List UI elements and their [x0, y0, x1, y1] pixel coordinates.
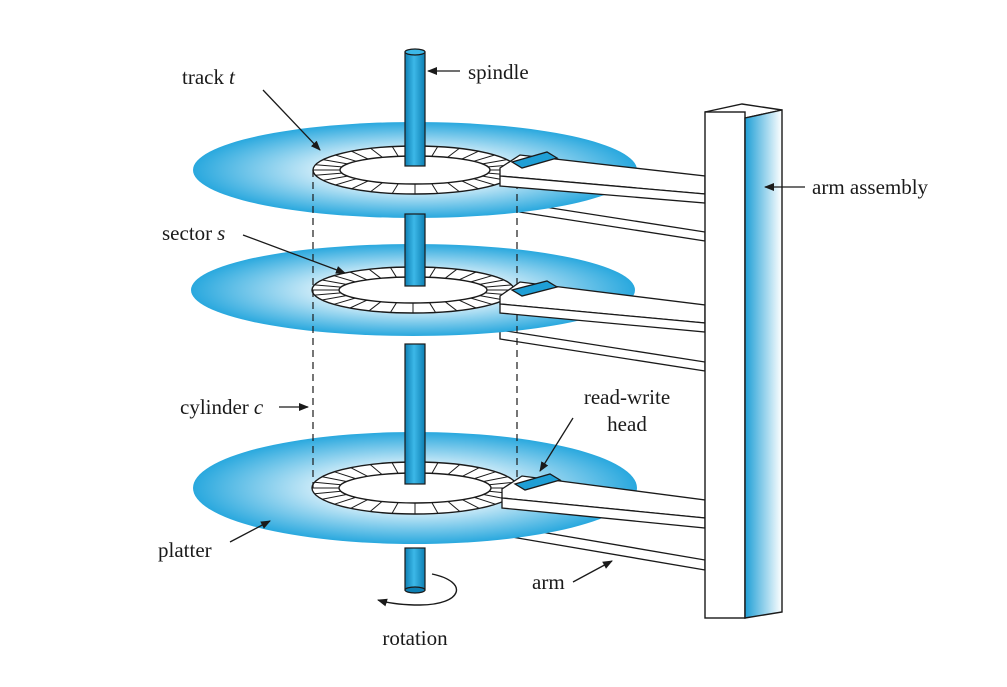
- sector-tick: [462, 467, 480, 477]
- sector-tick: [334, 496, 356, 505]
- sector-tick: [314, 292, 341, 296]
- sector-tick: [474, 471, 496, 480]
- sector-tick: [334, 471, 356, 480]
- sector-tick: [444, 301, 458, 312]
- sector-tick: [390, 302, 397, 313]
- sector-tick: [314, 284, 341, 288]
- sector-tick: [479, 279, 505, 285]
- sector-tick: [431, 183, 439, 194]
- sector-tick: [447, 464, 461, 475]
- label-spindle: spindle: [468, 60, 529, 84]
- sector-tick: [368, 268, 382, 279]
- sector-tick: [462, 499, 480, 509]
- sector-tick: [333, 297, 356, 305]
- track-arrow: [262, 89, 321, 151]
- sector-tick: [461, 180, 479, 190]
- sector-arrow: [242, 234, 346, 274]
- sector-tick: [473, 178, 495, 186]
- sector-tick: [485, 284, 512, 288]
- sector-tick: [458, 299, 477, 309]
- sector-tick: [431, 146, 439, 157]
- sector-tick: [473, 154, 495, 162]
- sector-tick: [390, 267, 397, 278]
- sector-tick: [369, 464, 383, 475]
- sector-tick: [461, 150, 479, 160]
- sector-tick: [335, 178, 357, 186]
- sector-tick: [368, 301, 382, 312]
- sector-tick: [321, 295, 347, 301]
- sector-tick: [431, 462, 439, 474]
- sector-tick: [314, 490, 341, 495]
- sector-tick: [447, 182, 460, 192]
- sector-tick: [369, 501, 383, 512]
- label-read-write-line2: head: [607, 412, 647, 436]
- sector-tick: [431, 502, 439, 514]
- label-arm-assembly: arm assembly: [812, 175, 929, 199]
- platter-bottom: [193, 432, 637, 544]
- sector-tick: [322, 494, 347, 500]
- sector-tick: [458, 271, 477, 281]
- sector-tick: [483, 476, 508, 482]
- sector-tick: [323, 175, 348, 181]
- sector-tick: [370, 182, 383, 192]
- sector-tick: [335, 154, 357, 162]
- spindle: [404, 48, 426, 594]
- sector-tick: [349, 271, 368, 281]
- rotation-arrow: [377, 573, 458, 607]
- sector-tick: [470, 297, 493, 305]
- sector-tick: [470, 275, 493, 283]
- platter-top: [193, 122, 637, 218]
- read-write-head-arrow: [539, 417, 574, 472]
- label-read-write-line1: read-write: [584, 385, 670, 409]
- sector-tick: [391, 462, 399, 474]
- sector-tick: [323, 159, 348, 165]
- read-write-head-bottom: [513, 473, 562, 491]
- arm-assembly-column: [704, 103, 783, 619]
- sector-tick: [370, 148, 383, 158]
- read-write-head-top: [510, 151, 559, 169]
- sector-tick: [447, 148, 460, 158]
- sector-tick: [447, 501, 461, 512]
- sector-tick: [350, 499, 368, 509]
- sector-tick: [315, 164, 342, 168]
- arm-rails: [499, 199, 706, 571]
- label-arm: arm: [532, 570, 565, 594]
- sector-tick: [391, 502, 399, 514]
- sector-tick: [333, 275, 356, 283]
- platter-arrow: [229, 520, 271, 543]
- leader-arrows: [229, 67, 805, 583]
- sector-tick: [444, 268, 458, 279]
- read-write-head-middle: [510, 280, 559, 297]
- sector-tick: [391, 183, 399, 194]
- label-platter: platter: [158, 538, 212, 562]
- sector-tick: [391, 146, 399, 157]
- sector-tick: [474, 496, 496, 505]
- arm-arrow: [572, 560, 613, 583]
- sector-tick: [315, 172, 342, 176]
- sector-tick: [321, 279, 347, 285]
- sector-tick: [322, 476, 347, 482]
- sector-tick: [349, 299, 368, 309]
- cylinder-outline: [312, 170, 518, 488]
- sector-tick: [429, 302, 436, 313]
- label-rotation: rotation: [382, 626, 448, 650]
- sector-tick: [314, 481, 341, 486]
- sector-tick: [482, 159, 507, 165]
- sector-tick: [429, 267, 436, 278]
- sector-tick: [351, 150, 369, 160]
- sector-tick: [351, 180, 369, 190]
- sector-tick: [350, 467, 368, 477]
